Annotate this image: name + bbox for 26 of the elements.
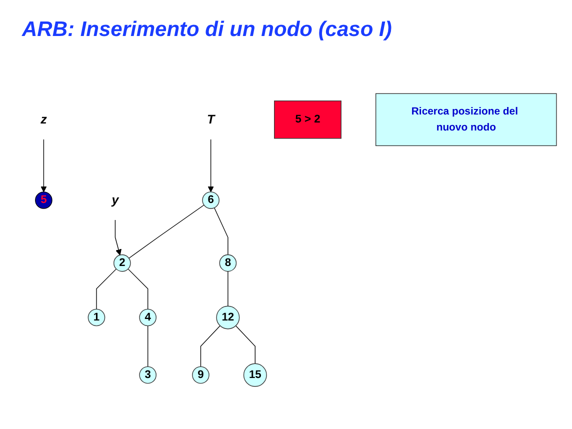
connector bbox=[235, 325, 256, 364]
node-circle: 8 bbox=[219, 254, 237, 272]
node-text: z bbox=[40, 112, 47, 126]
node-circle: 5 bbox=[35, 192, 52, 209]
node-circle: 9 bbox=[192, 366, 210, 384]
node-circle: 3 bbox=[139, 366, 156, 384]
connector bbox=[147, 325, 148, 368]
node-circle: 12 bbox=[216, 306, 240, 330]
node-circle: 1 bbox=[88, 308, 106, 326]
node-box: 5 > 2 bbox=[274, 100, 342, 139]
arrow bbox=[208, 139, 214, 192]
arrow bbox=[40, 139, 47, 192]
arrow bbox=[114, 220, 122, 256]
connector bbox=[96, 268, 117, 310]
node-box: Ricerca posizione del nuovo nodo bbox=[375, 93, 557, 146]
slide-title: ARB: Inserimento di un nodo (caso I) bbox=[22, 18, 392, 42]
connector bbox=[128, 204, 204, 259]
node-text: y bbox=[112, 192, 119, 207]
node-circle: 4 bbox=[139, 308, 156, 326]
node-circle: 6 bbox=[202, 192, 220, 209]
node-circle: 15 bbox=[243, 363, 267, 387]
connector bbox=[200, 325, 220, 368]
node-text: T bbox=[206, 112, 215, 126]
node-circle: 2 bbox=[114, 254, 131, 272]
connector bbox=[214, 207, 228, 256]
connector bbox=[128, 268, 148, 310]
